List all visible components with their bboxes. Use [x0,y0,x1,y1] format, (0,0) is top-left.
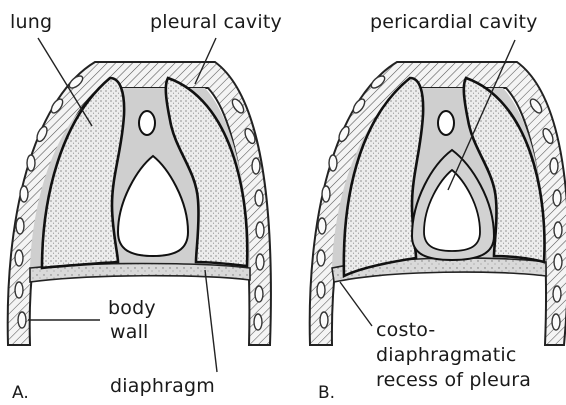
label-lung: lung [10,12,52,32]
label-diaphragm: diaphragm [110,376,215,396]
label-costo: costo- [376,320,435,340]
label-pleural-cavity: pleural cavity [150,12,282,32]
panel-a-letter: A. [12,384,29,402]
panel-b-drawing [310,40,566,345]
label-recess-of-pleura: recess of pleura [376,370,531,390]
panel-b-aorta [438,111,454,135]
panel-a-aorta [139,111,155,135]
label-pericardial-cavity: pericardial cavity [370,12,538,32]
label-diaphragmatic: diaphragmatic [376,345,517,365]
label-body: body [108,298,156,318]
label-wall: wall [110,322,149,342]
panel-b-letter: B. [318,384,335,402]
